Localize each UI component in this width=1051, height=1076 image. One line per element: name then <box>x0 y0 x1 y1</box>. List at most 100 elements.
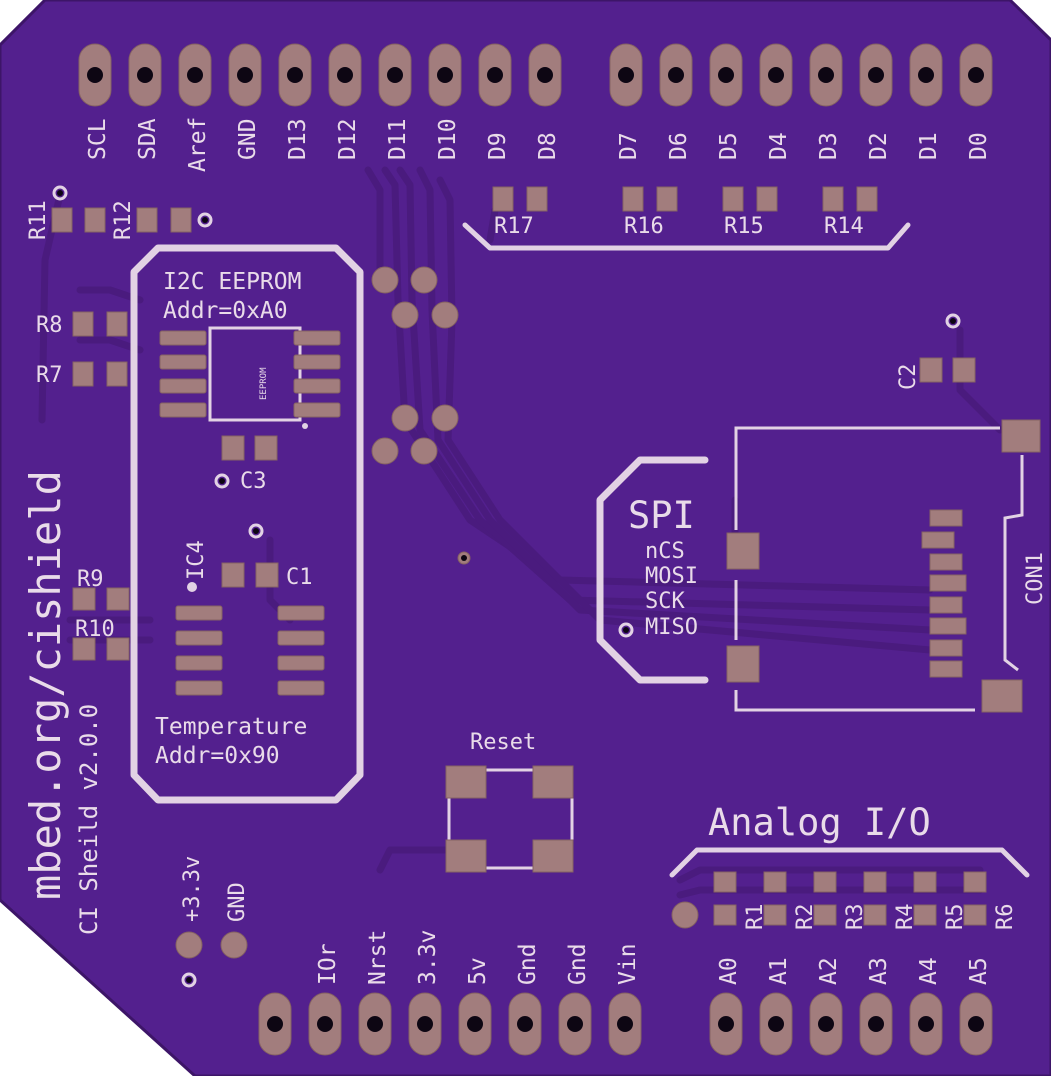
pin-label-d6: D6 <box>666 132 692 160</box>
label-r3: R3 <box>843 904 868 931</box>
pin-label-nrst: Nrst <box>365 930 391 985</box>
pin-label-scl: SCL <box>85 118 111 160</box>
pin-label-5v: 5v <box>465 957 491 985</box>
label-r8: R8 <box>36 313 63 338</box>
pin <box>458 992 492 1056</box>
top-header-labels: SCL SDA Aref GND D13 D12 D11 D10 D9 D8 D… <box>85 117 992 172</box>
board-url: mbed.org/cishield <box>21 470 70 900</box>
pin <box>528 43 562 107</box>
label-r17: R17 <box>494 214 534 239</box>
pin-label-d13: D13 <box>285 118 311 160</box>
pin <box>759 992 793 1056</box>
eeprom-section: I2C EEPROM Addr=0xA0 EEPROM C3 <box>159 269 341 494</box>
label-r12: R12 <box>111 200 136 240</box>
pin-label-d9: D9 <box>485 132 511 160</box>
spi-title: SPI <box>628 494 695 537</box>
temp-addr: Addr=0x90 <box>155 743 280 769</box>
analog-title: Analog I/O <box>708 801 931 844</box>
bottom-header-labels: IOr Nrst 3.3v 5v Gnd Gnd Vin A0 A1 A2 A3… <box>315 930 992 985</box>
pin-label-d8: D8 <box>535 132 561 160</box>
pin-label-ior: IOr <box>315 943 341 985</box>
pin <box>859 43 893 107</box>
pin <box>308 992 342 1056</box>
left-low-resistors: R9 R10 <box>72 567 130 661</box>
spi-bracket <box>596 456 709 684</box>
pin-label-d1: D1 <box>916 132 942 160</box>
top-header <box>78 43 993 107</box>
pin-label-gnd2: Gnd <box>565 943 591 985</box>
pin <box>258 992 292 1056</box>
pin-label-aref: Aref <box>185 117 211 172</box>
eeprom-chip-text: EEPROM <box>259 367 269 400</box>
c2: C2 <box>896 313 976 391</box>
label-r7: R7 <box>36 363 63 388</box>
pin <box>759 43 793 107</box>
pin <box>508 992 542 1056</box>
pin <box>328 43 362 107</box>
label-3v3-tp: +3.3v <box>180 856 205 922</box>
pin-label-a4: A4 <box>916 957 942 985</box>
pin-label-d0: D0 <box>966 132 992 160</box>
board-branding: mbed.org/cishield CI Sheild v2.0.0 <box>21 470 103 935</box>
pin <box>909 43 943 107</box>
temperature-section: IC4 C1 Temperature Addr=0x90 <box>155 523 325 769</box>
pin-label-d10: D10 <box>435 118 461 160</box>
pin-label-d5: D5 <box>716 132 742 160</box>
pin <box>659 43 693 107</box>
label-c2: C2 <box>896 364 921 391</box>
spi-section: SPI nCS MOSI SCK MISO <box>596 456 709 684</box>
top-resistor-bracket <box>462 222 911 251</box>
pin <box>709 992 743 1056</box>
spi-pin-ncs: nCS <box>645 539 685 564</box>
pin-label-d4: D4 <box>766 132 792 160</box>
pin-label-3v3: 3.3v <box>415 930 441 985</box>
label-ic4: IC4 <box>184 540 209 580</box>
pin <box>178 43 212 107</box>
via-cluster <box>371 266 471 565</box>
pin <box>478 43 512 107</box>
label-r15: R15 <box>724 214 764 239</box>
spi-pin-sck: SCK <box>645 589 685 614</box>
top-resistors: R17 R16 R15 R14 <box>462 186 911 251</box>
label-c1: C1 <box>286 565 313 590</box>
pin-label-a1: A1 <box>766 957 792 985</box>
pin <box>428 43 462 107</box>
label-c3: C3 <box>240 469 267 494</box>
eeprom-title: I2C EEPROM <box>163 269 301 295</box>
pin <box>378 43 412 107</box>
pin-label-a5: A5 <box>966 957 992 985</box>
pin-label-d7: D7 <box>616 132 642 160</box>
pin <box>859 992 893 1056</box>
pin-label-gnd1: Gnd <box>515 943 541 985</box>
pin <box>128 43 162 107</box>
pin-label-vin: Vin <box>615 943 641 985</box>
label-r11: R11 <box>26 200 51 240</box>
pin <box>709 43 743 107</box>
label-r6: R6 <box>993 904 1018 931</box>
board-version: CI Sheild v2.0.0 <box>75 704 103 935</box>
reset-label: Reset <box>470 730 536 755</box>
pin <box>809 992 843 1056</box>
analog-bracket <box>669 847 1030 878</box>
pin <box>909 992 943 1056</box>
pin-label-gnd: GND <box>235 118 261 160</box>
spi-pin-miso: MISO <box>645 615 698 640</box>
pin-label-a0: A0 <box>716 957 742 985</box>
pin-label-d2: D2 <box>866 132 892 160</box>
pin <box>809 43 843 107</box>
eeprom-addr: Addr=0xA0 <box>163 298 288 324</box>
pin-label-a3: A3 <box>866 957 892 985</box>
label-r4: R4 <box>893 904 918 931</box>
pin <box>558 992 592 1056</box>
pin <box>608 992 642 1056</box>
eeprom-chip <box>208 326 302 422</box>
pin <box>278 43 312 107</box>
pin-label-sda: SDA <box>135 118 161 160</box>
temp-title: Temperature <box>155 714 307 740</box>
pin <box>959 992 993 1056</box>
label-r1: R1 <box>743 904 768 931</box>
pin-label-d11: D11 <box>385 118 411 160</box>
label-r16: R16 <box>624 214 664 239</box>
label-r2: R2 <box>793 904 818 931</box>
label-con1: CON1 <box>1023 552 1048 605</box>
